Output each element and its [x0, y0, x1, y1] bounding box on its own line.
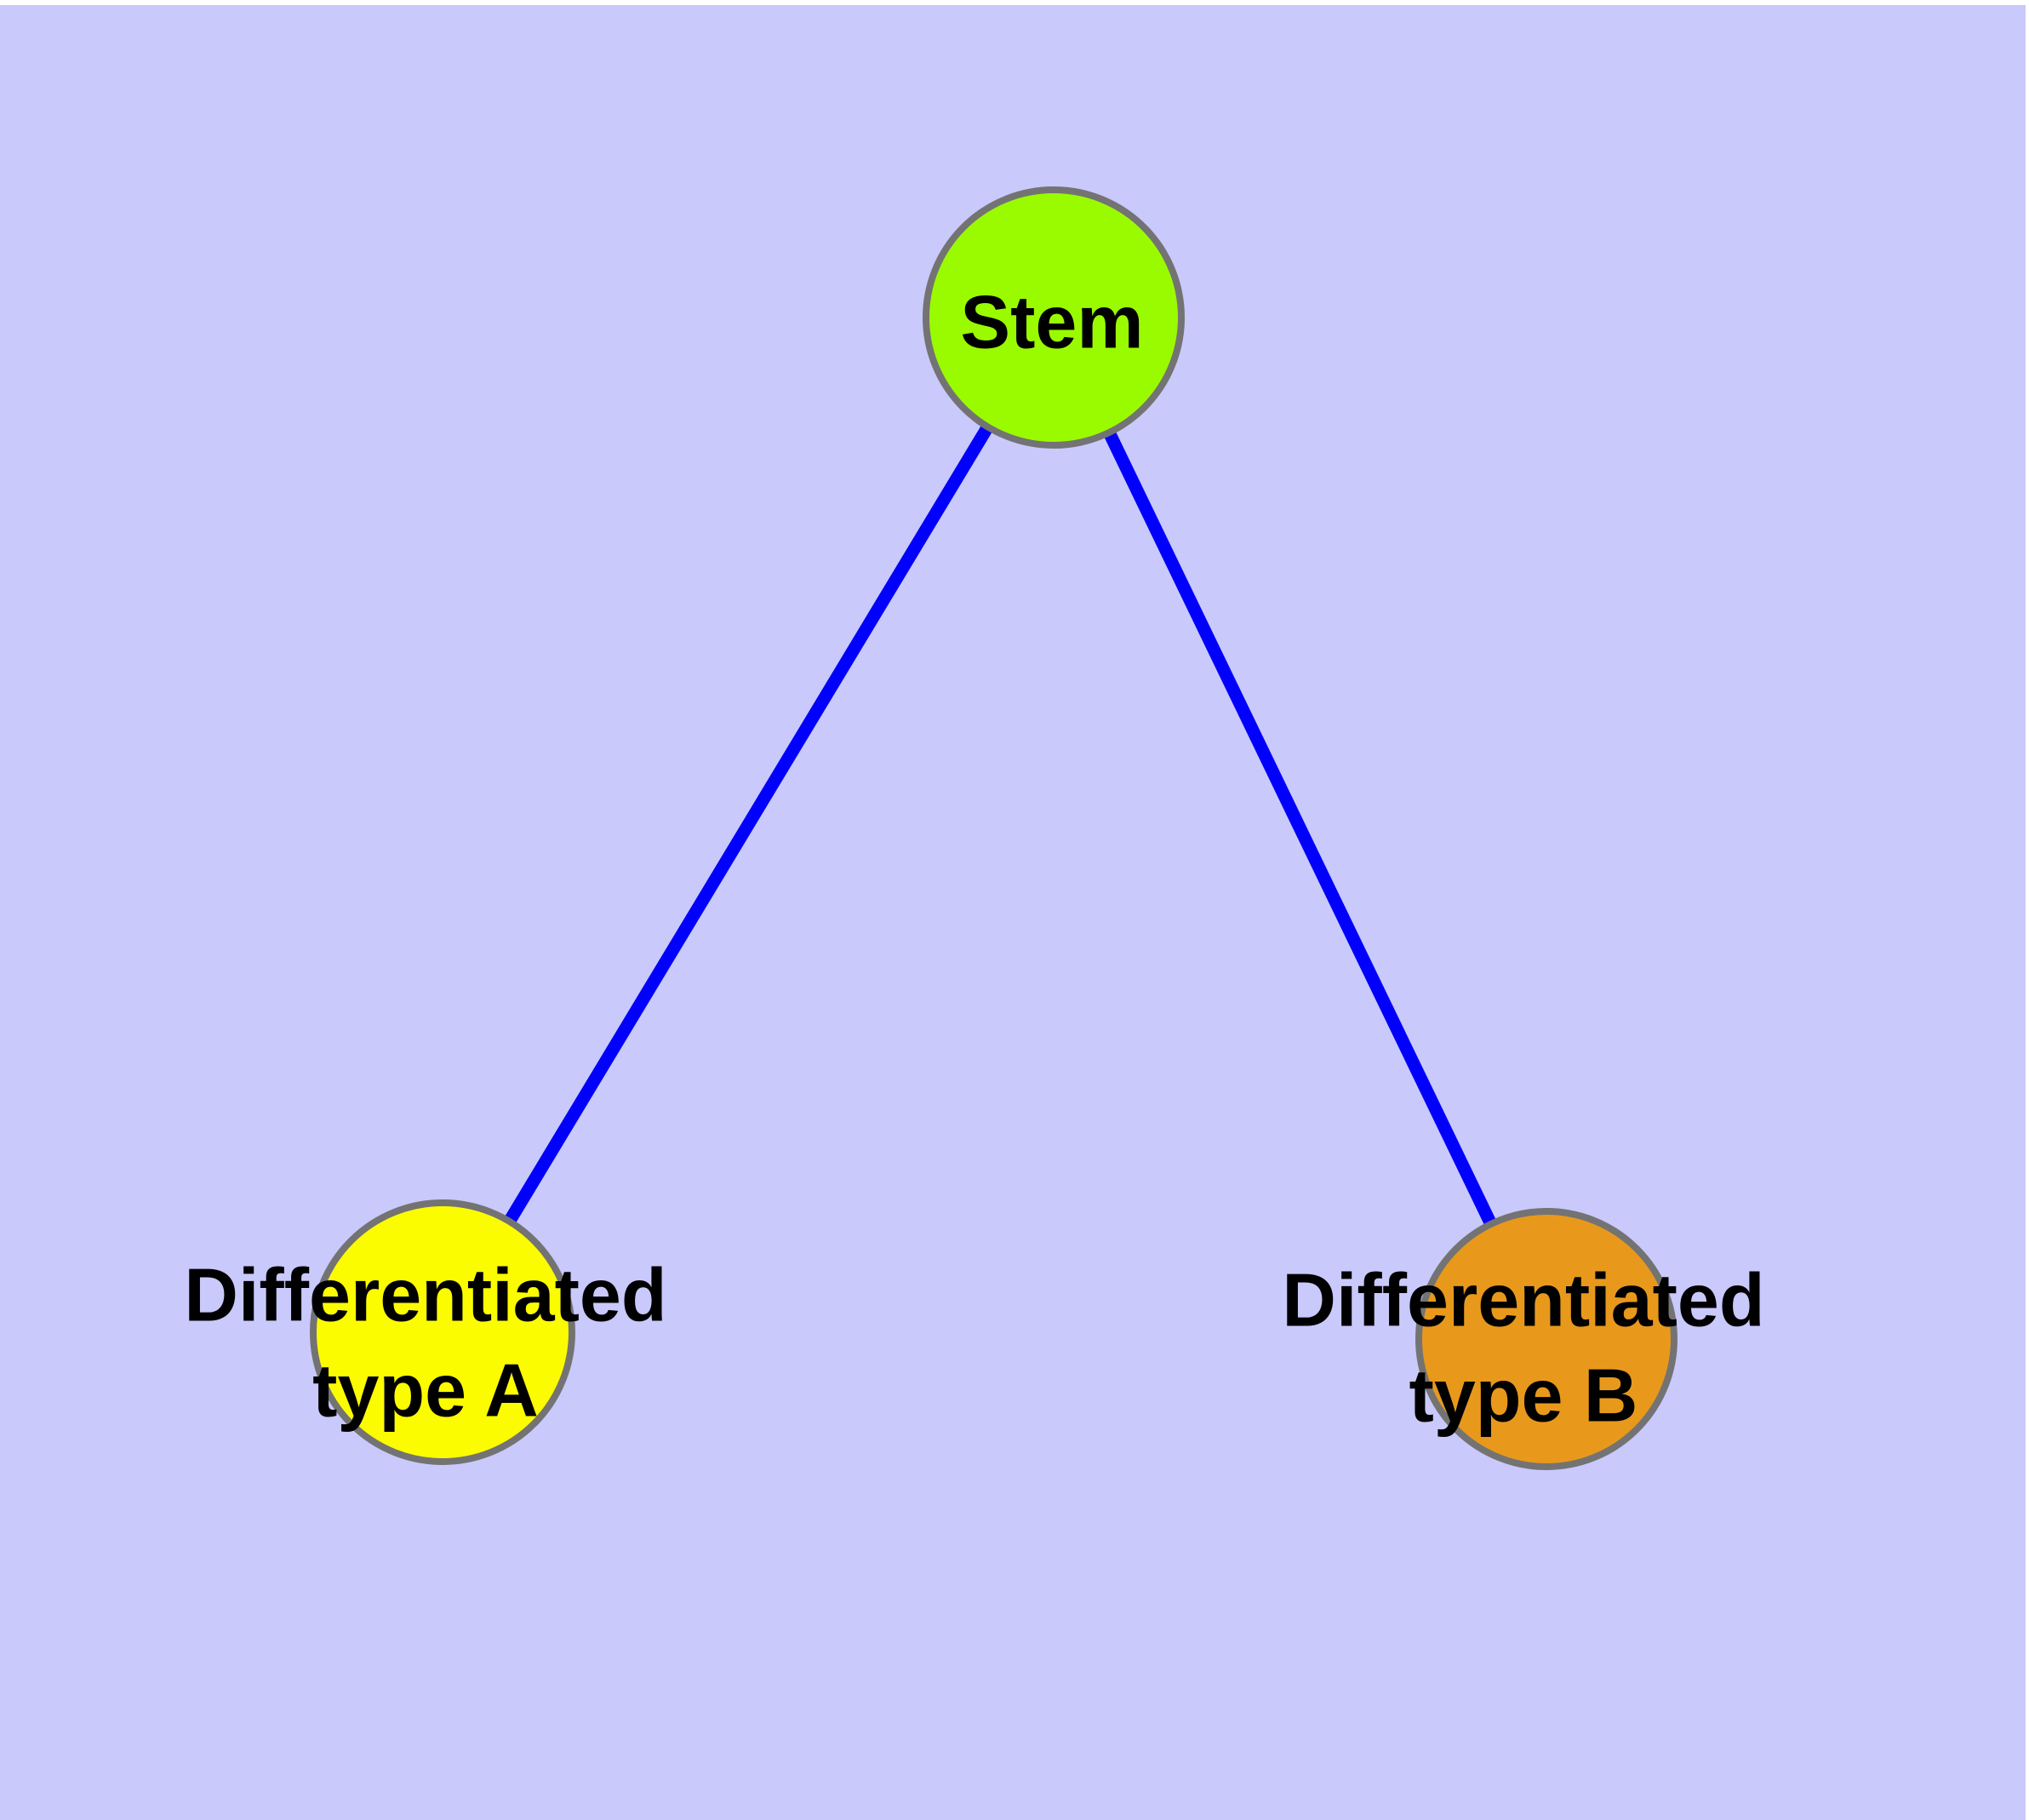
node-stem[interactable]: [923, 186, 1185, 449]
node-differentiated-type-a[interactable]: [310, 1199, 575, 1465]
edge-stem-to-differentiated-type-a: [437, 314, 1060, 1336]
edge-stem-to-differentiated-type-b: [1048, 314, 1552, 1342]
node-label-stem: Stem: [960, 280, 1143, 364]
node-differentiated-type-b[interactable]: [1415, 1208, 1677, 1470]
edges-layer: [437, 314, 1552, 1342]
